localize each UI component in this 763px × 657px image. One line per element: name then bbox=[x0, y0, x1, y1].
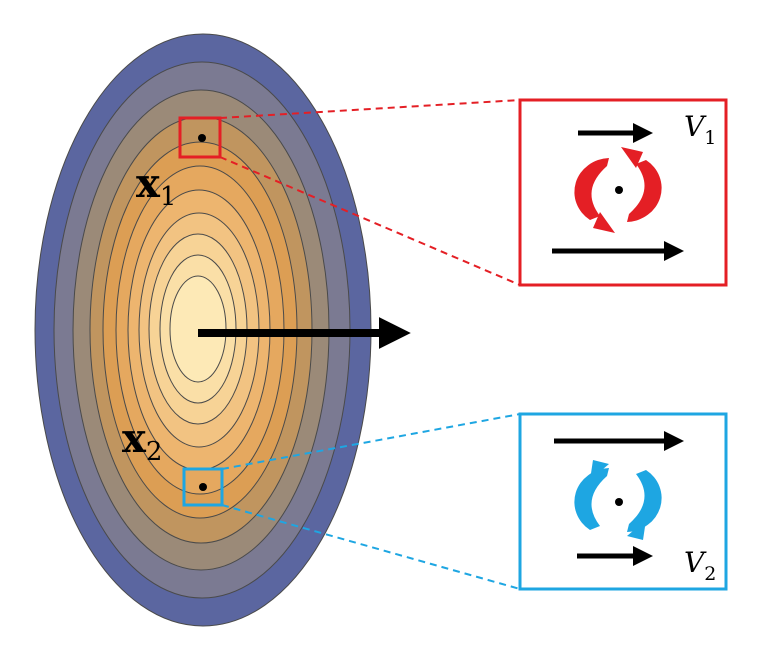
point-x1-label: x1 bbox=[136, 160, 176, 212]
velocity-contour-ellipse bbox=[34, 33, 372, 627]
point-x2-box bbox=[182, 467, 224, 507]
rotation-center-top bbox=[615, 186, 623, 194]
rotation-center-bottom bbox=[615, 498, 623, 506]
zoom-panel-top: V1 bbox=[518, 98, 728, 287]
velocity-v1-label: V1 bbox=[684, 110, 716, 149]
point-x2-dot bbox=[199, 483, 207, 491]
point-x1-box bbox=[178, 116, 222, 159]
point-x2-label: x2 bbox=[122, 415, 162, 467]
zoom-panel-bottom: V2 bbox=[518, 412, 728, 591]
zoom-connectors-bottom bbox=[221, 413, 521, 590]
velocity-v2-label: V2 bbox=[684, 546, 716, 585]
point-x1-dot bbox=[198, 134, 206, 142]
zoom-connectors-top bbox=[219, 99, 521, 286]
rotate-clockwise-arrows-blue bbox=[574, 460, 662, 540]
rotate-counterclockwise-arrows-red bbox=[574, 147, 662, 233]
